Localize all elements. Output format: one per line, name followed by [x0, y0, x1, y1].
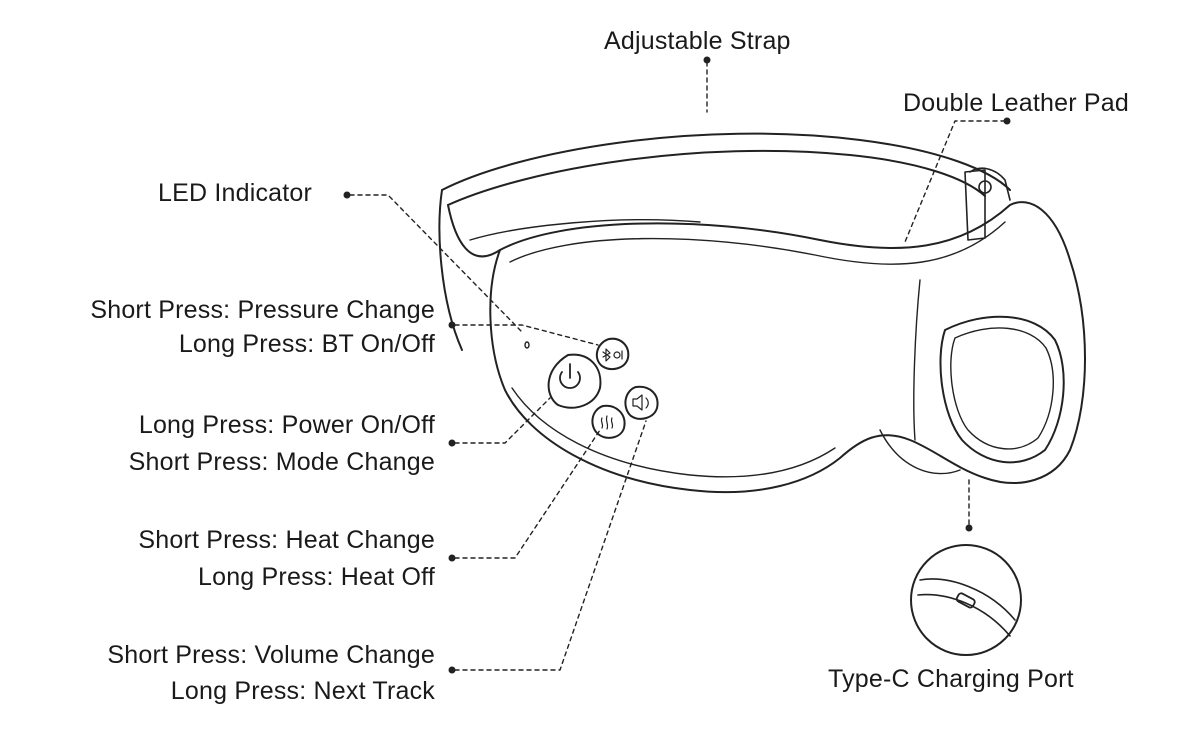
heat-button[interactable]	[591, 404, 626, 439]
charging-port-inset	[910, 544, 1022, 656]
label-pressure-long: Long Press: BT On/Off	[178, 330, 435, 358]
heat-icon	[600, 415, 614, 430]
label-type-c-port: Type-C Charging Port	[828, 665, 1074, 693]
volume-button[interactable]	[624, 385, 659, 420]
power-button[interactable]	[547, 353, 602, 409]
label-pressure-short: Short Press: Pressure Change	[90, 296, 435, 324]
label-power-long: Long Press: Power On/Off	[138, 411, 435, 439]
power-icon	[559, 363, 581, 389]
label-heat-long: Long Press: Heat Off	[198, 563, 435, 591]
led-indicator-light	[524, 341, 530, 349]
massager-body	[489, 201, 1086, 494]
label-led-indicator: LED Indicator	[158, 179, 313, 207]
label-volume-short: Short Press: Volume Change	[107, 641, 435, 669]
leader-lines	[349, 61, 1006, 671]
label-double-leather-pad: Double Leather Pad	[903, 89, 1129, 117]
volume-icon	[632, 394, 649, 411]
adjustable-strap	[438, 132, 1011, 351]
label-volume-long: Long Press: Next Track	[170, 677, 435, 705]
strap-clip	[964, 167, 1011, 241]
label-heat-short: Short Press: Heat Change	[138, 526, 435, 554]
bluetooth-pressure-icon	[602, 348, 623, 362]
leader-dots	[343, 56, 1011, 674]
label-adjustable-strap: Adjustable Strap	[604, 27, 791, 55]
pressure-button[interactable]	[595, 337, 630, 371]
label-power-short: Short Press: Mode Change	[128, 448, 435, 476]
